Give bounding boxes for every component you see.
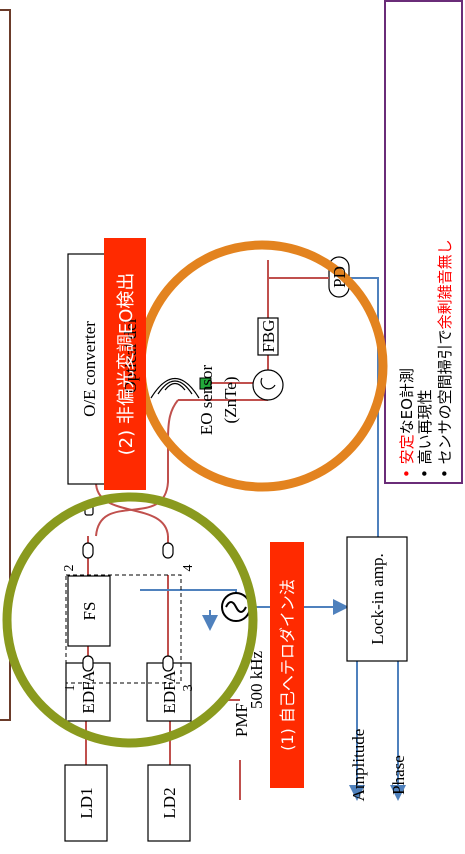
eo-sensor-label-line2: (ZnTe) xyxy=(221,377,240,424)
port-1-label: 1 xyxy=(63,685,78,692)
edfa-top-label: EDFA xyxy=(79,670,98,714)
ld1-box xyxy=(64,764,108,842)
ld2-box xyxy=(147,764,191,842)
fs-box xyxy=(67,575,111,647)
lockin-box xyxy=(346,536,408,662)
banner-self-heterodyne xyxy=(270,542,304,788)
notes-frame xyxy=(384,0,463,484)
ld2-label: LD2 xyxy=(160,787,179,818)
phase-label: Phase xyxy=(389,755,408,795)
radiation-waves-icon xyxy=(150,378,200,399)
note-item-3: • センサの空間掃引で余剰雑音無し xyxy=(436,239,454,478)
oe-converter-label: O/E converter xyxy=(80,321,99,417)
component-boxes xyxy=(64,253,408,842)
banner-self-heterodyne-text: (1) 自己へテロダイン法 xyxy=(278,579,297,751)
port-2-label: 2 xyxy=(62,565,77,572)
fbg-box xyxy=(257,317,279,356)
circulator-arrow-icon xyxy=(260,377,276,390)
freq-label: 500 kHz xyxy=(247,651,266,710)
fbg-label: FBG xyxy=(259,319,278,352)
optical-delay-label: Optical del xyxy=(121,318,140,393)
pmf-label: PMF xyxy=(232,703,251,737)
left-frame xyxy=(0,9,11,721)
heterodyne-highlight-circle xyxy=(2,492,258,748)
oe-converter-box xyxy=(67,253,111,485)
port-3-label: 3 xyxy=(181,685,196,692)
eo-sensor-crystal xyxy=(199,377,212,390)
fs-label: FS xyxy=(80,602,99,621)
edfa-bottom-box xyxy=(146,662,192,722)
note-item-2: • 高い再現性 xyxy=(416,389,434,478)
notes-list: • 安定なEO計測 • 高い再現性 • センサの空間掃引で余剰雑音無し xyxy=(398,239,454,478)
edfa-bottom-label: EDFA xyxy=(160,670,179,714)
lockin-label: Lock-in amp. xyxy=(368,553,387,645)
circulator-icon xyxy=(252,369,284,401)
note-item-1: • 安定なEO計測 xyxy=(398,368,416,478)
banner-non-polarized xyxy=(104,238,146,490)
amplitude-label: Amplitude xyxy=(349,729,368,802)
couplers xyxy=(82,502,174,672)
banner-non-polarized-text: (2) 非偏光変調EO検出 xyxy=(116,273,137,456)
ld1-label: LD1 xyxy=(77,787,96,818)
eo-sensor-label-line1: EO sensor xyxy=(197,364,216,435)
pd-label: PD xyxy=(330,266,349,288)
coupler-dashed-box xyxy=(65,574,182,684)
port-4-label: 4 xyxy=(181,565,196,572)
